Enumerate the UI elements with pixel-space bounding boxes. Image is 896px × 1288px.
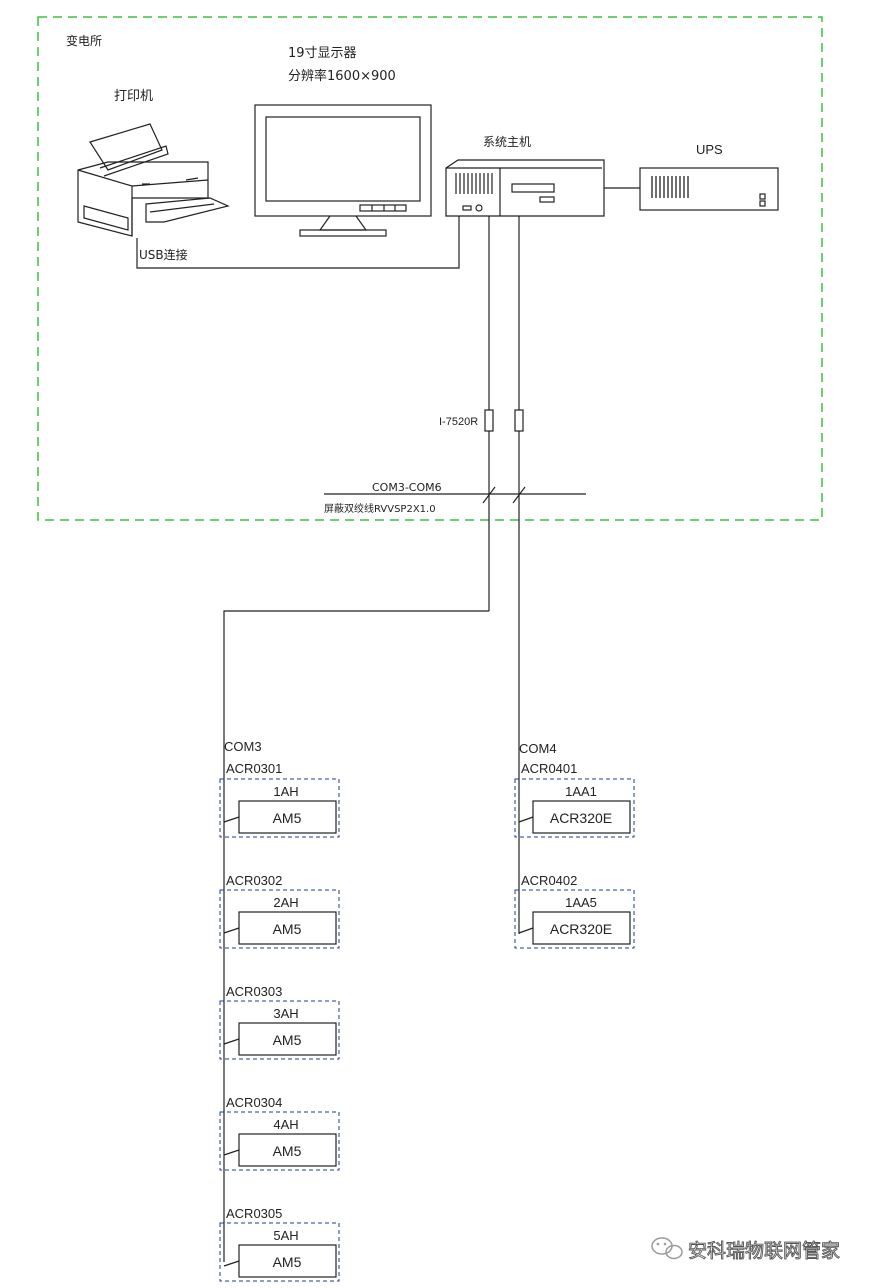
cable-tick [482,486,496,504]
substation-boundary [37,16,823,521]
meter-box [532,911,631,945]
device-address: ACR0302 [226,873,282,888]
meter-box [532,800,631,834]
device-frame [219,1222,340,1282]
com3-device: ACR0303 3AH AM5 [219,984,340,1060]
printer-label: 打印机 [114,89,153,104]
device-address: ACR0305 [226,1206,282,1221]
meter-model: AM5 [273,921,302,937]
cabinet-label: 2AH [273,895,298,910]
device-tap [518,816,534,823]
converter-com3 [484,409,494,432]
cable-tick [512,486,526,504]
meter-model: ACR320E [550,921,612,937]
meter-model: AM5 [273,1143,302,1159]
device-tap [223,816,240,823]
device-frame [219,1000,340,1060]
device-tap [223,1038,240,1045]
substation-label: 变电所 [66,33,102,48]
cabinet-label: 1AA1 [565,784,597,799]
device-tap [223,927,240,934]
monitor-label-line1: 19寸显示器 [288,46,357,61]
monitor-icon [254,104,432,237]
converter-label: I-7520R [439,416,478,428]
ups-label: UPS [696,142,723,157]
cabinet-label: 1AH [273,784,298,799]
device-frame [219,778,340,838]
device-address: ACR0304 [226,1095,282,1110]
com3-trunk [223,610,489,1262]
meter-model: AM5 [273,1032,302,1048]
com3-device: ACR0302 2AH AM5 [219,873,340,949]
monitor-label-line2: 分辨率1600×900 [288,68,396,84]
com3-device: ACR0305 5AH AM5 [219,1206,340,1282]
device-address: ACR0303 [226,984,282,999]
com3-device: ACR0304 4AH AM5 [219,1095,340,1171]
meter-model: AM5 [273,1254,302,1270]
cable-spec-label: 屏蔽双绞线RVVSP2X1.0 [324,502,436,515]
com4-device: ACR0402 1AA5 ACR320E [514,873,635,949]
meter-model: AM5 [273,810,302,826]
meter-box [238,1022,337,1056]
host-label: 系统主机 [483,135,531,149]
host-computer-icon [445,159,605,217]
com3-device: ACR0301 1AH AM5 [219,761,340,838]
device-address: ACR0401 [521,761,577,776]
watermark-text: 安科瑞物联网管家 [688,1240,840,1262]
printer-icon [77,123,230,237]
cabinet-label: 4AH [273,1117,298,1132]
cabinet-label: 1AA5 [565,895,597,910]
usb-link [136,216,460,269]
device-tap [223,1149,240,1156]
device-tap [518,927,534,934]
bus-ports-label: COM3-COM6 [372,481,442,494]
wechat-icon [651,1237,683,1260]
meter-box [238,800,337,834]
cabinet-label: 5AH [273,1228,298,1243]
converter-com4 [514,409,524,432]
com4-device: ACR0401 1AA1 ACR320E [514,761,635,838]
meter-box [238,911,337,945]
meter-box [238,1133,337,1167]
com4-label: COM4 [519,741,557,756]
cabinet-label: 3AH [273,1006,298,1021]
watermark: 安科瑞物联网管家 [651,1237,840,1262]
usb-label: USB连接 [139,247,188,262]
com3-label: COM3 [224,739,262,754]
device-frame [219,889,340,949]
device-frame [219,1111,340,1171]
device-address: ACR0402 [521,873,577,888]
ups-icon [639,167,779,211]
meter-model: ACR320E [550,810,612,826]
device-frame [514,889,635,949]
device-tap [223,1260,240,1267]
device-frame [514,778,635,838]
device-address: ACR0301 [226,761,282,776]
